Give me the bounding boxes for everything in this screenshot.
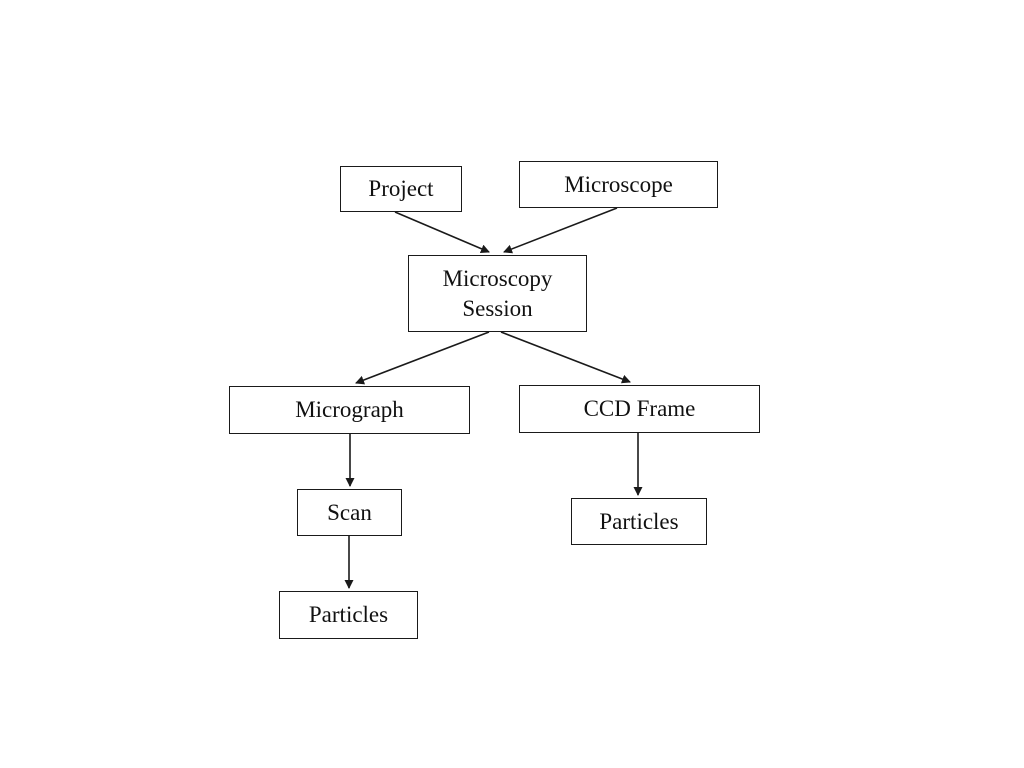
arrow-microscopy-session-to-micrograph [355, 331, 490, 385]
node-project: Project [340, 166, 462, 212]
node-micrograph: Micrograph [229, 386, 470, 434]
arrow-microscopy-session-to-ccd-frame [500, 331, 631, 384]
arrow-project-to-microscopy-session [394, 211, 490, 254]
arrow-microscope-to-microscopy-session [503, 207, 618, 254]
node-particles-right: Particles [571, 498, 707, 545]
node-scan: Scan [297, 489, 402, 536]
node-microscopy-session: Microscopy Session [408, 255, 587, 332]
node-microscope: Microscope [519, 161, 718, 208]
node-particles-left: Particles [279, 591, 418, 639]
node-ccd-frame: CCD Frame [519, 385, 760, 433]
